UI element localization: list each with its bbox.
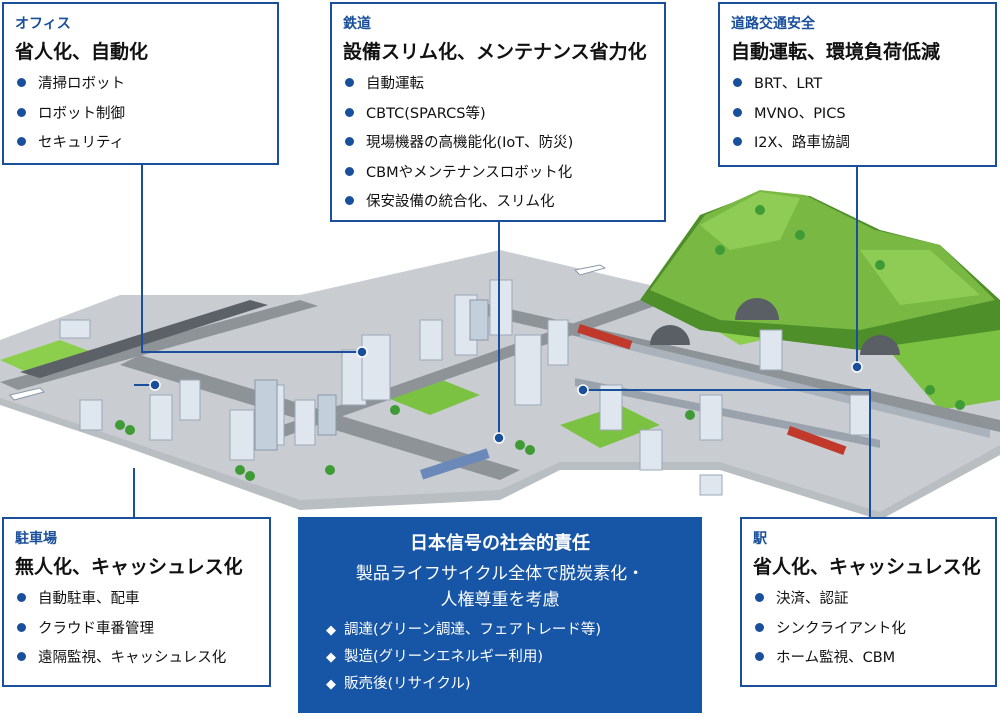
parking-category: 駐車場: [15, 531, 57, 547]
elevated-railway: [580, 330, 990, 438]
parking-list: 自動駐車、配車 クラウド車番管理 遠隔監視、キャッシュレス化: [4, 585, 269, 674]
office-headline: 省人化、自動化: [15, 41, 149, 63]
tunnel: [735, 298, 779, 320]
bullet-icon: [733, 78, 742, 87]
list-item: クラウド車番管理: [17, 615, 269, 645]
csr-list: ◆調達(グリーン調達、フェアトレード等) ◆製造(グリーンエネルギー利用) ◆販…: [298, 617, 702, 698]
list-item: セキュリティ: [17, 129, 277, 159]
list-item: MVNO、PICS: [733, 100, 995, 130]
list-item: 清掃ロボット: [17, 70, 277, 100]
bullet-icon: [755, 652, 764, 661]
grass-patch: [0, 340, 100, 378]
station-list: 決済、認証 シンクライアント化 ホーム監視、CBM: [742, 585, 995, 674]
mountain-highlight: [860, 250, 980, 305]
list-item: BRT、LRT: [733, 70, 995, 100]
mountain: [650, 190, 995, 330]
elevated-railway: [575, 378, 880, 448]
csr-subtitle-line2: 人権尊重を考慮: [440, 590, 560, 610]
parking-headline: 無人化、キャッシュレス化: [15, 556, 243, 578]
bullet-icon: [17, 107, 26, 117]
railway-list: 自動運転 CBTC(SPARCS等) 現場機器の高機能化(IoT、防災) CBM…: [332, 70, 664, 218]
road-list: BRT、LRT MVNO、PICS I2X、路車協調: [720, 70, 995, 159]
train: [786, 425, 847, 455]
csr-subtitle-line1: 製品ライフサイクル全体で脱炭素化・: [355, 564, 645, 584]
parking-box: 駐車場 無人化、キャッシュレス化 自動駐車、配車 クラウド車番管理 遠隔監視、キ…: [2, 517, 271, 687]
road-safety-box: 道路交通安全 自動運転、環境負荷低減 BRT、LRT MVNO、PICS I2X…: [718, 2, 997, 167]
train: [419, 448, 490, 480]
list-item: 自動運転: [345, 70, 664, 100]
bullet-icon: [733, 137, 742, 146]
bullet-icon: [345, 78, 354, 87]
office-list: 清掃ロボット ロボット制御 セキュリティ: [4, 70, 277, 159]
list-item: シンクライアント化: [755, 615, 995, 645]
list-item: 決済、認証: [755, 585, 995, 615]
list-item: ホーム監視、CBM: [755, 644, 995, 674]
trees: [115, 205, 965, 481]
bullet-icon: [345, 137, 354, 146]
csr-title: 日本信号の社会的責任: [410, 533, 590, 554]
list-item: CBTC(SPARCS等): [345, 100, 664, 130]
list-item: I2X、路車協調: [733, 129, 995, 159]
list-item: ◆調達(グリーン調達、フェアトレード等): [326, 617, 702, 644]
connector-dots: [149, 346, 863, 444]
grass-patch: [880, 330, 1000, 410]
bullet-icon: [345, 166, 354, 176]
bullet-icon: [345, 107, 354, 117]
train: [577, 324, 633, 350]
list-item: ◆販売後(リサイクル): [326, 671, 702, 698]
bullet-icon: [755, 593, 764, 602]
csr-subtitle: 製品ライフサイクル全体で脱炭素化・ 人権尊重を考慮: [298, 561, 702, 613]
list-item: 保安設備の統合化、スリム化: [345, 188, 664, 218]
airport-runway: [20, 300, 268, 378]
railway-box: 鉄道 設備スリム化、メンテナンス省力化 自動運転 CBTC(SPARCS等) 現…: [330, 2, 666, 222]
tall-buildings: [254, 299, 489, 451]
csr-box: 日本信号の社会的責任 製品ライフサイクル全体で脱炭素化・ 人権尊重を考慮 ◆調達…: [298, 517, 702, 713]
road: [0, 300, 318, 390]
bullet-icon: [17, 78, 26, 87]
railway-category: 鉄道: [343, 16, 371, 32]
list-item: CBMやメンテナンスロボット化: [345, 159, 664, 189]
station-box: 駅 省人化、キャッシュレス化 決済、認証 シンクライアント化 ホーム監視、CBM: [740, 517, 997, 687]
diamond-icon: ◆: [326, 650, 336, 665]
road-category: 道路交通安全: [731, 16, 815, 32]
mountain-highlight: [700, 192, 800, 250]
tunnel: [860, 335, 900, 355]
station-category: 駅: [753, 531, 767, 547]
bullet-icon: [17, 652, 26, 661]
bullet-icon: [17, 622, 26, 632]
airplane-icon: [9, 264, 607, 401]
diamond-icon: ◆: [326, 623, 336, 638]
list-item: 遠隔監視、キャッシュレス化: [17, 644, 269, 674]
list-item: 現場機器の高機能化(IoT、防災): [345, 129, 664, 159]
road-headline: 自動運転、環境負荷低減: [731, 41, 941, 63]
station-headline: 省人化、キャッシュレス化: [753, 556, 981, 578]
bullet-icon: [755, 622, 764, 632]
tunnel: [650, 325, 690, 345]
railway-headline: 設備スリム化、メンテナンス省力化: [343, 41, 647, 63]
office-category: オフィス: [15, 16, 71, 32]
list-item: ロボット制御: [17, 100, 277, 130]
bullet-icon: [345, 196, 354, 205]
connector-lines: [133, 165, 871, 520]
bullet-icon: [17, 137, 26, 146]
diamond-icon: ◆: [326, 677, 336, 692]
list-item: 自動駐車、配車: [17, 585, 269, 615]
office-box: オフィス 省人化、自動化 清掃ロボット ロボット制御 セキュリティ: [2, 2, 279, 165]
bullet-icon: [733, 107, 742, 117]
bullet-icon: [17, 593, 26, 602]
list-item: ◆製造(グリーンエネルギー利用): [326, 644, 702, 671]
